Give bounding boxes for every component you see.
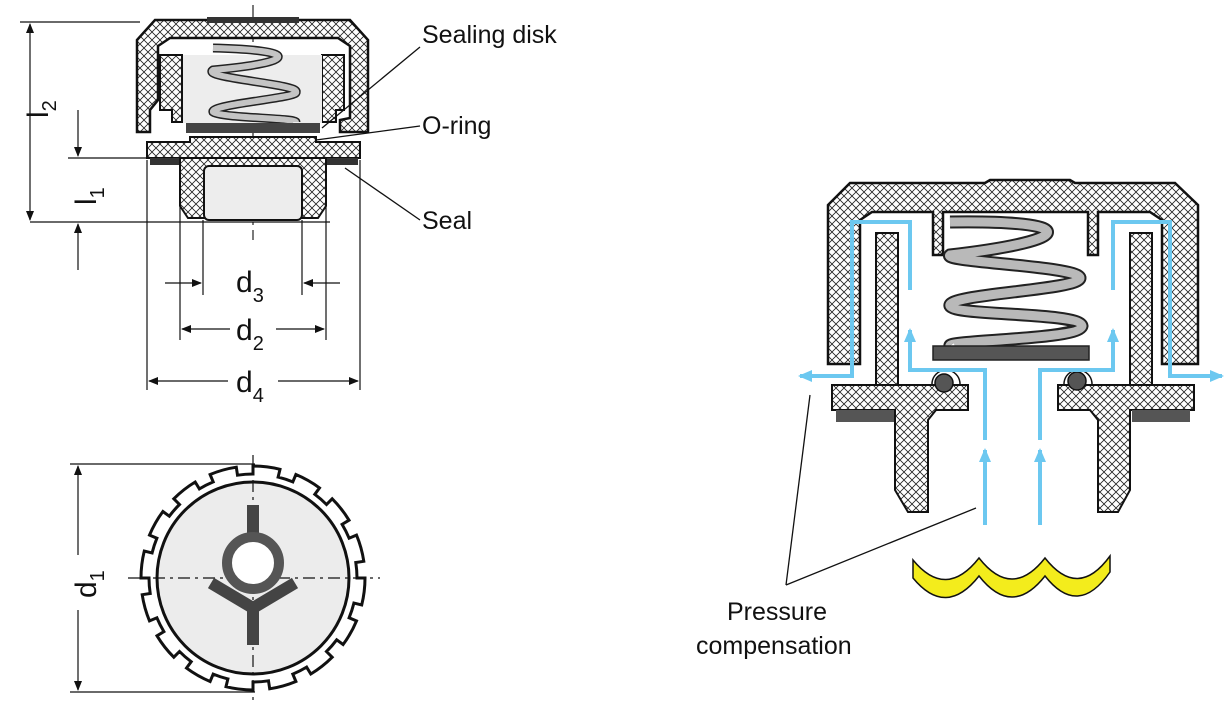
- top-view: [70, 455, 380, 700]
- label-seal: Seal: [422, 207, 472, 235]
- seal-ring: [150, 158, 180, 165]
- section-view: [30, 5, 370, 240]
- dimension-lines-horizontal: [146, 160, 361, 390]
- flow-wall-left: [875, 232, 899, 396]
- liquid-surface: [912, 553, 1111, 599]
- dim-d4: d4: [236, 366, 264, 407]
- cap-shell: [135, 18, 370, 134]
- pressure-leaders: [785, 394, 977, 586]
- flow-wall-right: [1129, 232, 1153, 396]
- dimension-lines-vertical: [20, 21, 148, 270]
- flow-cap: [826, 178, 1200, 366]
- flow-body-left: [831, 384, 969, 513]
- label-o-ring: O-ring: [422, 112, 491, 140]
- dim-d3: d3: [236, 266, 264, 307]
- dim-l1: l1: [70, 187, 109, 205]
- flow-diagram: [785, 178, 1224, 599]
- dim-d1: d1: [70, 570, 109, 598]
- label-compensation: compensation: [696, 632, 852, 660]
- dim-l2: l2: [22, 100, 61, 118]
- valve-ring: [222, 532, 284, 594]
- flow-arrows: [798, 220, 1224, 525]
- label-pressure: Pressure: [727, 598, 827, 626]
- label-sealing-disk: Sealing disk: [422, 21, 557, 49]
- flange: [146, 136, 361, 159]
- flow-o-ring-left: [934, 373, 954, 393]
- sealing-disk: [186, 123, 320, 133]
- flow-o-ring-right: [1067, 371, 1087, 391]
- flow-sealing-disk: [932, 345, 1090, 361]
- dim-d2: d2: [236, 314, 264, 355]
- callout-leaders: [315, 46, 421, 221]
- flow-body-right: [1057, 384, 1195, 513]
